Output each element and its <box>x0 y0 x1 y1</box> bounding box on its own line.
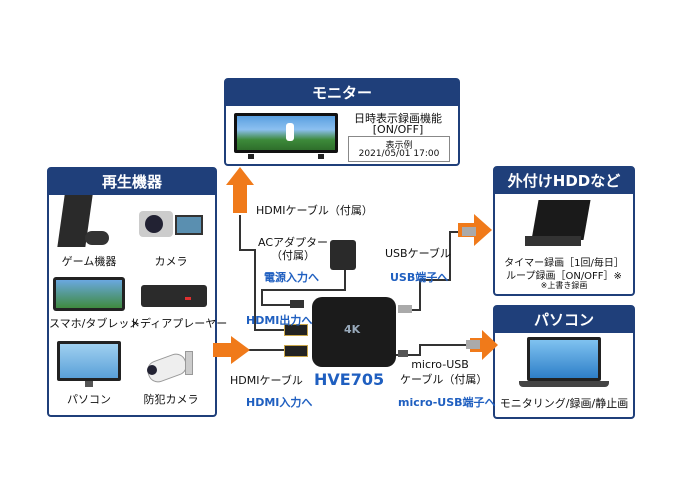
label-micro-usb-line2: ケーブル（付属） <box>400 373 488 386</box>
hdmi-plug-upper <box>284 324 308 336</box>
playback-panel: 再生機器 ゲーム機器 カメラ スマホ/タブレット メディアプレーヤー パソコン … <box>47 167 228 417</box>
playback-item-media-player: メディアプレーヤー <box>129 317 228 330</box>
usb-plug <box>398 305 412 313</box>
playback-item-camera: カメラ <box>154 255 188 268</box>
usb-cable <box>400 231 470 311</box>
label-micro-usb-line1: micro-USB <box>411 358 469 371</box>
hve705-device: 4K <box>312 297 396 367</box>
hdd-line1: タイマー録画［1回/毎日］ <box>504 258 624 269</box>
label-usb-port: USB端子へ <box>390 271 449 284</box>
laptop-icon <box>519 337 609 391</box>
hdd-title: 外付けHDDなど <box>495 168 633 194</box>
label-micro-usb-port: micro-USB端子へ <box>398 396 496 409</box>
playback-item-tablet: スマホ/タブレット <box>49 317 141 330</box>
ac-adapter-icon <box>330 240 358 274</box>
monitor-title: モニター <box>226 80 458 106</box>
label-hdmi-included: HDMIケーブル（付属） <box>256 204 373 217</box>
playback-item-game: ゲーム機器 <box>61 255 117 268</box>
game-console-icon <box>57 195 111 251</box>
micro-usb-plug <box>398 350 408 357</box>
hdd-note: ※上書き録画 <box>540 281 588 290</box>
label-ac-adapter-line1: ACアダプター <box>258 236 329 249</box>
label-hdmi-out: HDMI出力へ <box>246 314 313 327</box>
label-ac-adapter-line2: （付属） <box>271 249 315 262</box>
media-player-icon <box>141 281 207 309</box>
pc-caption: モニタリング/録画/静止画 <box>499 397 629 410</box>
display-example-box: 表示例 2021/05/01 17:00 <box>348 136 450 162</box>
label-usb-cable: USBケーブル <box>385 247 451 260</box>
security-camera-icon <box>141 345 205 389</box>
power-plug <box>290 300 304 308</box>
external-hdd-icon <box>525 200 605 250</box>
usb-plug-hdd-end <box>462 227 476 236</box>
pc-monitor-icon <box>57 341 121 389</box>
camera-icon <box>139 205 203 247</box>
ac-adapter-cable <box>261 270 346 306</box>
hdd-panel: 外付けHDDなど タイマー録画［1回/毎日］ ループ録画［ON/OFF］※ ※上… <box>493 166 635 296</box>
pc-title: パソコン <box>495 307 633 333</box>
usb-plug-pc-end <box>466 340 480 349</box>
hdd-line2: ループ録画［ON/OFF］※ <box>506 271 622 282</box>
monitor-panel: モニター 日時表示録画機能 [ON/OFF] 表示例 2021/05/01 17… <box>224 78 460 166</box>
hdmi-cable-to-monitor <box>239 215 290 331</box>
label-hdmi-cable: HDMIケーブル <box>230 374 303 387</box>
tablet-icon <box>53 277 125 313</box>
example-title: 表示例 <box>385 141 413 151</box>
monitor-feature-line2: [ON/OFF] <box>372 123 424 136</box>
pc-panel: パソコン モニタリング/録画/静止画 <box>493 305 635 419</box>
label-power-in: 電源入力へ <box>264 271 319 284</box>
label-hdmi-in: HDMI入力へ <box>246 396 313 409</box>
hdmi-plug-lower <box>284 345 308 357</box>
example-value: 2021/05/01 17:00 <box>358 149 440 159</box>
playback-item-pc: パソコン <box>67 393 111 406</box>
playback-title: 再生機器 <box>49 169 215 195</box>
device-name: HVE705 <box>314 370 385 389</box>
device-badge: 4K <box>344 323 361 336</box>
tv-icon <box>234 113 338 163</box>
playback-item-security-camera: 防犯カメラ <box>143 393 199 406</box>
monitor-feature-line1: 日時表示録画機能 <box>354 112 442 125</box>
